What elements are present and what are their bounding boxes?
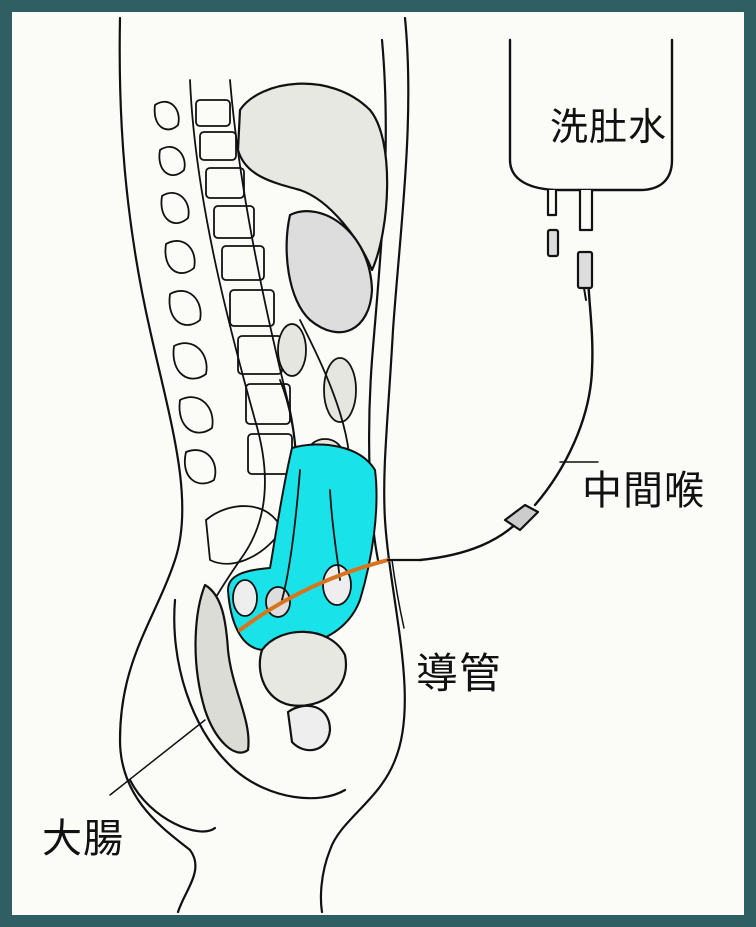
large-intestine-label: 大腸 (42, 806, 124, 864)
connector-label: 中間喉 (582, 458, 705, 516)
peritoneal-fluid (228, 444, 377, 650)
dialysate-bag-label: 洗肚水 (550, 96, 667, 151)
connector (505, 505, 538, 530)
bladder (260, 632, 346, 706)
diagram-frame: 洗肚水 中間喉 導管 大腸 (12, 12, 744, 915)
colon-leader-line (110, 720, 205, 795)
spinous-processes (155, 102, 216, 484)
bag-port-left (548, 190, 556, 215)
bag-clamp-right (578, 252, 592, 288)
catheter-label: 導管 (416, 640, 502, 701)
transfer-tubing (420, 520, 520, 560)
pubic-bone (288, 706, 330, 750)
bag-port-right (580, 190, 592, 230)
bag-clamp-left (548, 230, 558, 256)
